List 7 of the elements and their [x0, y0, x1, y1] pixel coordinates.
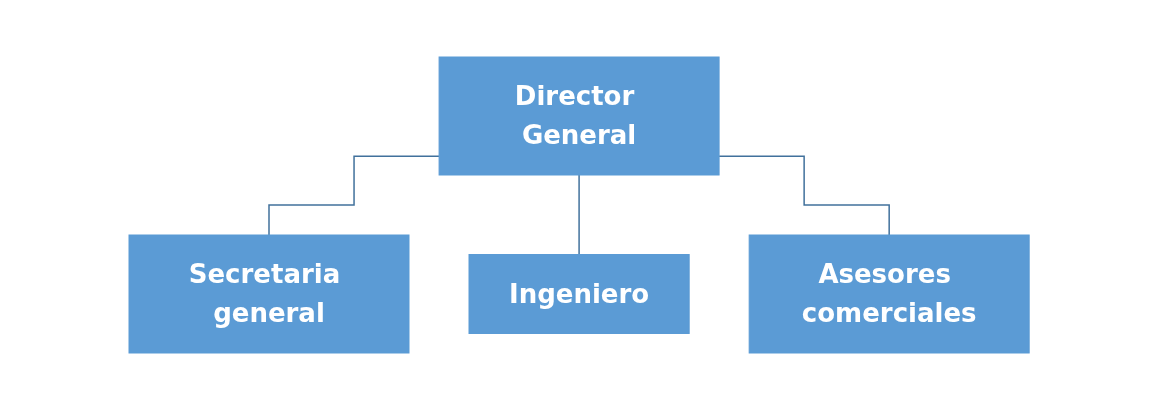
node-box: Ingeniero: [468, 253, 690, 334]
node-box: Asesores comerciales: [748, 234, 1030, 353]
connector: [578, 173, 580, 255]
connector: [718, 154, 890, 236]
node-box: Secretaria general: [128, 234, 410, 353]
node-box: Director General: [438, 56, 720, 175]
connector: [268, 154, 440, 236]
